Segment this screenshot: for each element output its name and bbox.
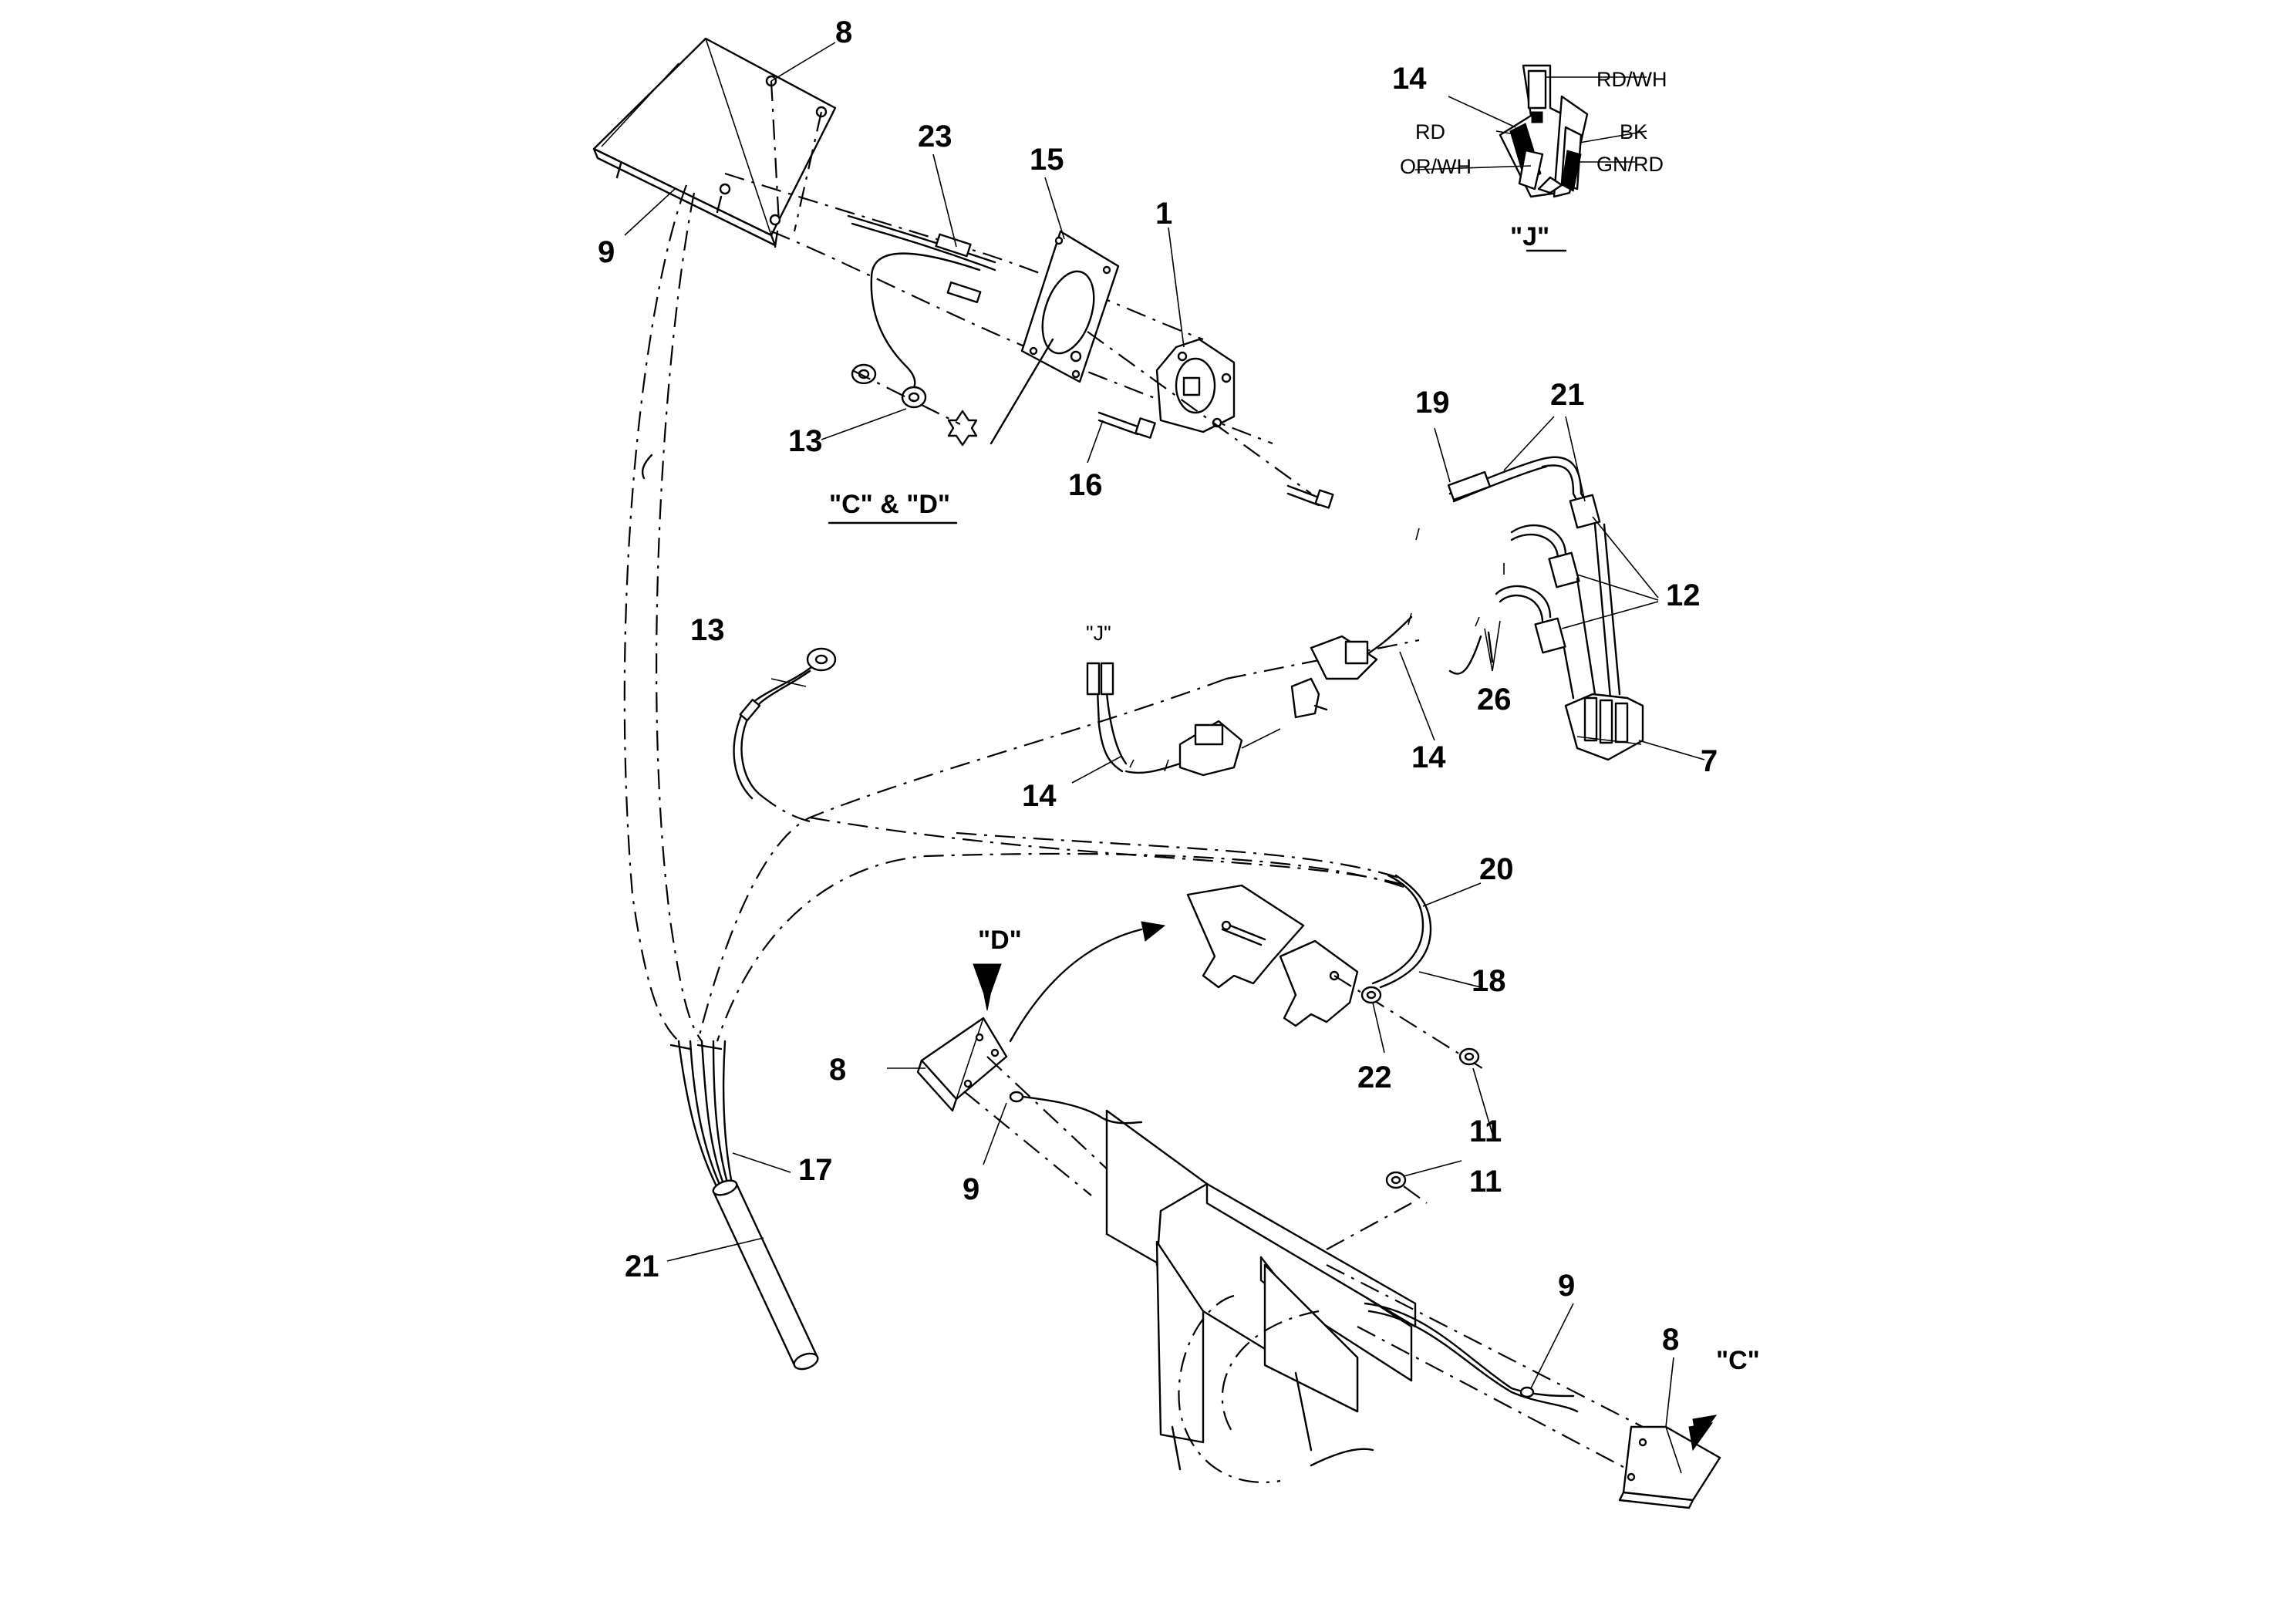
callout-9-mid: 9 xyxy=(963,1172,979,1206)
grommet-9-mid xyxy=(1009,1091,1024,1103)
wire-label-rd: RD xyxy=(1415,120,1445,143)
bracket-bottom xyxy=(1326,1264,1721,1509)
view-label-d: "D" xyxy=(978,926,1022,955)
callout-11-b: 11 xyxy=(1469,1114,1502,1148)
screw-far xyxy=(1286,484,1334,509)
screw-16 xyxy=(1097,411,1156,439)
view-label-c: "C" xyxy=(1716,1346,1760,1375)
route-left-1 xyxy=(623,184,688,1042)
callout-21-bottom: 21 xyxy=(625,1249,659,1283)
callout-16: 16 xyxy=(1068,468,1103,502)
route-mid-1 xyxy=(696,677,1227,1042)
leader-lines xyxy=(624,42,1705,1428)
wire-23 xyxy=(847,214,996,395)
callout-9-top: 9 xyxy=(598,235,615,269)
wire-label-bk: BK xyxy=(1620,120,1647,143)
route-mid-5 xyxy=(759,794,811,823)
curved-arrow-head xyxy=(1141,921,1166,942)
wire-9-mid xyxy=(1009,1094,1143,1125)
bracket-halves xyxy=(1186,884,1489,1073)
callout-23: 23 xyxy=(918,120,952,153)
callout-labels: 8 9 23 15 1 13 16 19 21 12 13 26 14 7 14… xyxy=(598,15,1718,1357)
route-top-1 xyxy=(724,172,1204,341)
view-label-j-detail: "J" xyxy=(1510,222,1549,251)
view-label-j-connector: "J" xyxy=(1086,622,1111,645)
callout-15: 15 xyxy=(1030,143,1064,177)
frame-bottom xyxy=(1105,1109,1417,1483)
callout-13-mid: 13 xyxy=(690,613,725,647)
frame-dashed-curve-2 xyxy=(1221,1310,1320,1435)
callout-26: 26 xyxy=(1477,683,1512,717)
callout-18: 18 xyxy=(1472,964,1506,998)
wire-label-rd-wh: RD/WH xyxy=(1596,68,1667,91)
nuts-11 xyxy=(1385,1047,1480,1204)
route-mid-4 xyxy=(716,852,1404,1042)
route-mid-3 xyxy=(956,831,1404,881)
j-detail xyxy=(1414,64,1647,252)
callout-8-top: 8 xyxy=(835,15,852,49)
wire-color-labels: RD/WH RD BK OR/WH GN/RD xyxy=(1400,68,1667,178)
callout-14-right: 14 xyxy=(1411,740,1446,774)
callout-1: 1 xyxy=(1155,197,1172,231)
hardware-13 xyxy=(851,338,1054,447)
view-labels: "C" & "D" "J" "J" "D" "C" xyxy=(828,222,1760,1375)
bundle-17 xyxy=(669,1040,819,1371)
d-arrow xyxy=(973,963,1002,1011)
curved-arrow xyxy=(1009,928,1143,1043)
callout-17: 17 xyxy=(798,1153,833,1187)
callout-21-right: 21 xyxy=(1550,378,1585,412)
callout-14-mid: 14 xyxy=(1022,779,1057,813)
callout-11-a: 11 xyxy=(1469,1165,1502,1199)
callout-13-top: 13 xyxy=(788,424,823,458)
view-label-cd: "C" & "D" xyxy=(829,490,950,519)
wire-label-or-wh: OR/WH xyxy=(1400,155,1472,178)
callout-9-bottom: 9 xyxy=(1558,1269,1575,1303)
callout-19: 19 xyxy=(1415,386,1450,420)
route-mid-2 xyxy=(809,816,1412,889)
ring-terminal-13 xyxy=(733,647,837,800)
break-mark xyxy=(641,454,653,480)
callout-14-detail: 14 xyxy=(1392,62,1427,96)
wire-14-connectors xyxy=(1086,615,1420,777)
switch-1 xyxy=(1155,338,1236,433)
callout-20: 20 xyxy=(1479,852,1514,886)
frame-dashed-curve xyxy=(1178,1294,1281,1483)
wire-20-18 xyxy=(1360,874,1432,1004)
callout-8-mid: 8 xyxy=(829,1053,846,1087)
bracket-mid xyxy=(916,1017,1111,1196)
route-left-2 xyxy=(656,192,703,1042)
callout-8-bottom: 8 xyxy=(1662,1323,1679,1357)
callout-12: 12 xyxy=(1666,578,1701,612)
axis-line-1 xyxy=(1087,331,1312,494)
callout-22: 22 xyxy=(1357,1061,1392,1094)
plate-15 xyxy=(1020,230,1120,383)
bracket-top xyxy=(592,37,837,248)
harness-right xyxy=(1408,456,1644,761)
callout-7: 7 xyxy=(1701,744,1718,778)
wire-label-gn-rd: GN/RD xyxy=(1596,153,1664,176)
